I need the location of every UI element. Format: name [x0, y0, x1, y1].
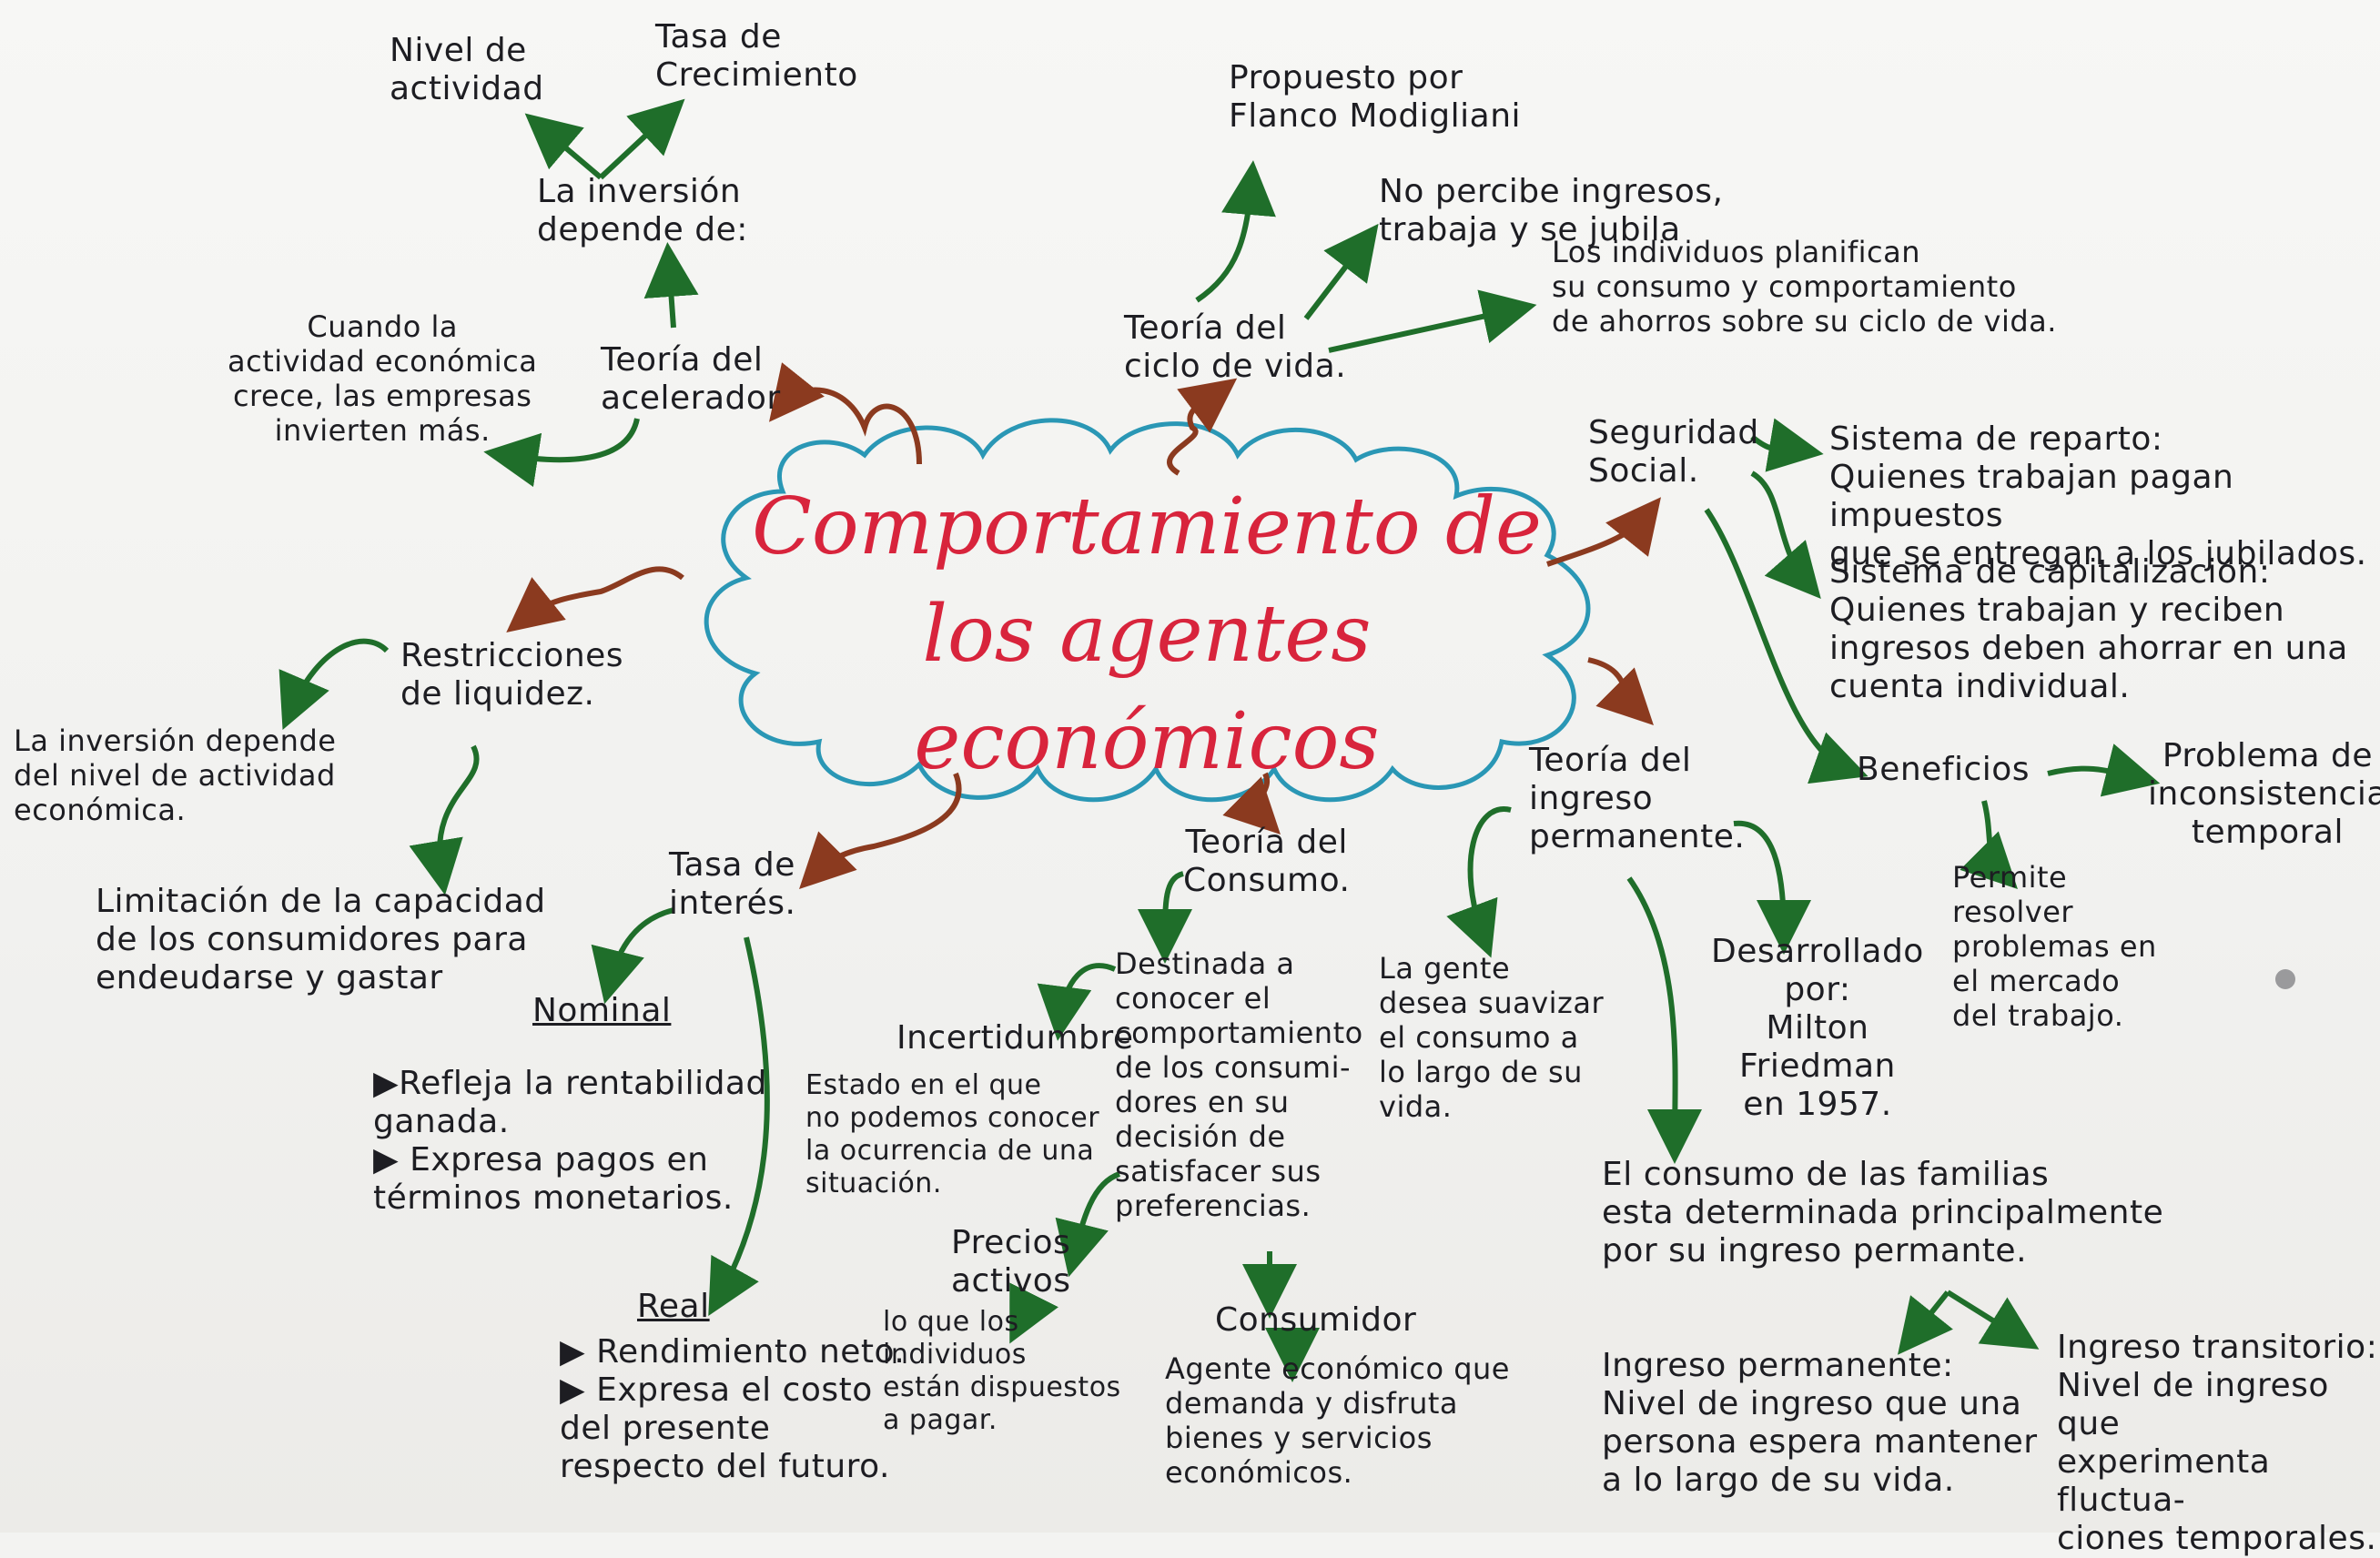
limitacion-capacidad-text: Limitación de la capacidad de los consum… [96, 883, 546, 997]
teoria-ciclo-vida-node: Teoría del ciclo de vida. [1124, 309, 1347, 385]
problema-inconsistencia-text: Problema de inconsistencia temporal [2148, 737, 2380, 851]
teoria-consumo-node: Teoría del Consumo. [1183, 824, 1351, 899]
page-title: Comportamiento de los agentes económicos [752, 481, 1542, 787]
no-percibe-text: No percibe ingresos, trabaja y se jubila [1379, 173, 1724, 248]
estado-text: Estado en el que no podemos conocer la o… [805, 1069, 1100, 1199]
nominal-items: ▶Refleja la rentabilidad ganada. ▶ Expre… [373, 1065, 767, 1217]
agente-economico-text: Agente económico que demanda y disfruta … [1165, 1351, 1510, 1490]
planifican-text: Los individuos planifican su consumo y c… [1552, 235, 2057, 339]
precios-activos-node: Precios activos [951, 1224, 1071, 1300]
ingreso-permanente-text: Ingreso permanente: Nivel de ingreso que… [1602, 1347, 2038, 1499]
lo-que-individuos-text: lo que los individuos están dispuestos a… [883, 1306, 1121, 1436]
real-heading: Real [637, 1288, 710, 1325]
nivel-actividad-label: Nivel de actividad [390, 32, 544, 107]
restricciones-liquidez-node: Restricciones de liquidez. [400, 637, 624, 713]
marker-dot [2275, 969, 2295, 989]
central-cloud [704, 418, 1591, 803]
sistema-capitalizacion-text: Sistema de capitalización: Quienes traba… [1829, 553, 2348, 705]
inversion-nivel-text: La inversión depende del nivel de activi… [14, 723, 337, 827]
desarrollado-por-text: Desarrollado por: Milton Friedman en 195… [1711, 933, 1924, 1123]
beneficios-node: Beneficios [1857, 751, 2031, 788]
tasa-interes-node: Tasa de interés. [669, 846, 796, 922]
real-items: ▶ Rendimiento neto. ▶ Expresa el costo d… [560, 1333, 906, 1485]
tasa-crecimiento-label: Tasa de Crecimiento [655, 18, 858, 94]
cuando-actividad-text: Cuando la actividad económica crece, las… [228, 309, 538, 448]
teoria-ingreso-permanente-node: Teoría del ingreso permanente. [1529, 742, 1746, 855]
teoria-acelerador-node: Teoría del acelerador [601, 341, 781, 417]
permite-resolver-text: Permite resolver problemas en el mercado… [1952, 860, 2157, 1033]
inversion-depende-label: La inversión depende de: [537, 173, 748, 248]
propuesto-por-text: Propuesto por Flanco Modigliani [1229, 59, 1522, 135]
incertidumbre-node: Incertidumbre [896, 1019, 1134, 1057]
seguridad-social-node: Seguridad Social. [1588, 414, 1759, 490]
destinada-conocer-text: Destinada a conocer el comportamiento de… [1115, 946, 1363, 1223]
consumidor-node: Consumidor [1215, 1301, 1417, 1339]
suavizar-consumo-text: La gente desea suavizar el consumo a lo … [1379, 951, 1605, 1124]
nominal-heading: Nominal [532, 992, 672, 1029]
ingreso-transitorio-text: Ingreso transitorio: Nivel de ingreso qu… [2057, 1329, 2378, 1557]
consumo-familias-text: El consumo de las familias esta determin… [1602, 1156, 2164, 1270]
sistema-reparto-text: Sistema de reparto: Quienes trabajan pag… [1829, 420, 2367, 572]
